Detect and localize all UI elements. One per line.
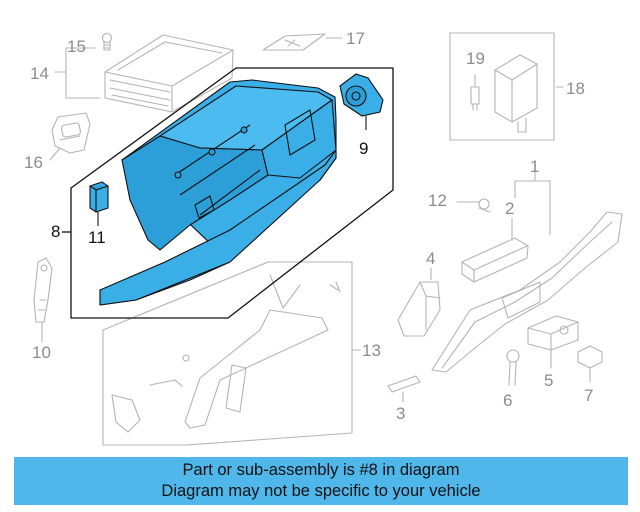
clip-11-highlighted-part xyxy=(89,181,109,213)
pin-3-part xyxy=(387,375,421,403)
callout-12: 12 xyxy=(428,191,447,210)
box-8 xyxy=(70,67,394,319)
box-18-19 xyxy=(449,32,555,141)
callout-6: 6 xyxy=(503,391,513,410)
storage-box-14-part xyxy=(104,34,234,113)
callout-4: 4 xyxy=(426,249,436,268)
bracket-13-parts xyxy=(111,274,341,433)
bulb-19-part xyxy=(470,74,480,111)
striker-10-part xyxy=(33,257,53,323)
module-18-part xyxy=(494,54,538,133)
knob-9-highlighted-part xyxy=(339,73,384,117)
banner-line-1: Part or sub-assembly is #8 in diagram xyxy=(182,461,460,479)
callout-11: 11 xyxy=(88,228,106,247)
callout-7: 7 xyxy=(584,386,594,405)
callout-14: 14 xyxy=(30,64,49,83)
hinge-4-part xyxy=(397,281,441,337)
callout-19: 19 xyxy=(466,49,485,68)
screw-6-part xyxy=(506,349,520,386)
callout-16: 16 xyxy=(24,153,43,172)
screw-12-part xyxy=(456,198,491,213)
cylinder-7-part xyxy=(577,345,603,383)
banner-line-2: Diagram may not be specific to your vehi… xyxy=(161,482,481,500)
callout-13: 13 xyxy=(362,341,381,360)
callout-1: 1 xyxy=(530,157,540,176)
latch-16-part xyxy=(51,112,91,154)
bolt-15-part xyxy=(101,32,113,51)
handle-2-part xyxy=(461,237,529,283)
lock-5-part xyxy=(527,315,579,351)
callout-2: 2 xyxy=(505,199,515,218)
callout-17: 17 xyxy=(346,29,365,48)
callout-9: 9 xyxy=(359,139,369,158)
glove-box-door-1-part xyxy=(431,211,623,373)
callout-18: 18 xyxy=(566,79,585,98)
callout-10: 10 xyxy=(32,343,51,362)
callout-3b: 3 xyxy=(396,404,406,423)
leader-1 xyxy=(514,180,551,236)
leader-14 xyxy=(54,47,101,99)
leader-16 xyxy=(49,147,61,161)
info-banner: Part or sub-assembly is #8 in diagram Di… xyxy=(14,457,628,505)
clip-17-part xyxy=(262,33,326,51)
callout-5: 5 xyxy=(544,371,554,390)
parts-diagram xyxy=(33,32,623,446)
glove-box-8-highlighted-part xyxy=(99,79,337,306)
callout-8: 8 xyxy=(51,222,61,241)
callout-15: 15 xyxy=(67,37,86,56)
box-13 xyxy=(102,261,353,446)
